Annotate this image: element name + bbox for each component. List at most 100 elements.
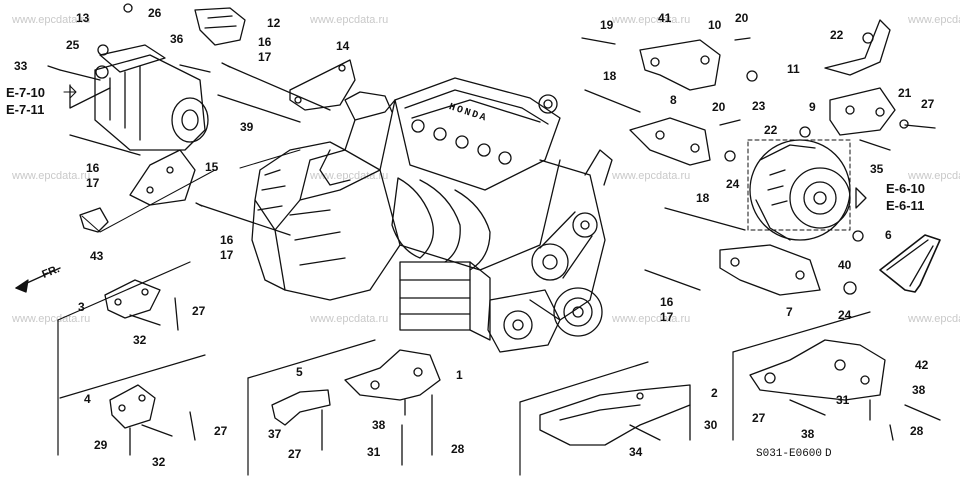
watermark: www.epcdata.ru [612,313,691,325]
callout-1: 1 [456,368,463,382]
callout-36: 36 [170,32,184,46]
alternator [749,139,851,241]
callout-15: 15 [205,160,219,174]
callout-42: 42 [915,358,929,372]
callout-41: 41 [658,11,672,25]
callout-20: 20 [712,100,726,114]
callout-18: 18 [696,191,710,205]
callout-11: 11 [787,62,800,76]
callout-8: 8 [670,93,677,107]
diagram-code-main: S031-E0600 [756,448,823,460]
callout-27: 27 [214,424,228,438]
callout-24: 24 [726,177,740,191]
callout-16: 16 [258,35,272,49]
callout-27: 27 [192,304,206,318]
callout-35: 35 [870,162,884,176]
callout-34: 34 [629,445,643,459]
callout-26: 26 [148,6,162,20]
callout-6: 6 [885,228,892,242]
callout-33: 33 [14,59,28,73]
callout-17: 17 [86,176,100,190]
callout-9: 9 [809,100,816,114]
callout-2: 2 [711,386,718,400]
callout-43: 43 [90,249,104,263]
callout-38: 38 [912,383,926,397]
callout-40: 40 [838,258,852,272]
bracket-4 [109,384,156,429]
diagram-code-suffix: D [825,448,832,460]
callout-25: 25 [66,38,80,52]
callout-7: 7 [786,305,793,319]
callout-16: 16 [220,233,234,247]
starter-motor [94,44,209,151]
callout-16: 16 [660,295,674,309]
drive-belt [879,234,941,293]
bracket-8 [629,117,711,166]
callout-27: 27 [752,411,766,425]
watermark: www.epcdata.ru [310,313,389,325]
callout-22: 22 [830,28,844,42]
callout-12: 12 [267,16,281,30]
bracket-15 [129,149,196,206]
callout-30: 30 [704,418,718,432]
bracket-12 [194,7,246,46]
watermark: www.epcdata.ru [908,313,960,325]
callout-3: 3 [78,300,85,314]
bolts [47,37,936,291]
callout-5: 5 [296,365,303,379]
callout-18: 18 [603,69,617,83]
bracket-14 [289,59,356,111]
watermark: www.epcdata.ru [12,313,91,325]
callout-24: 24 [838,308,852,322]
watermark: www.epcdata.ru [310,14,389,26]
watermark: www.epcdata.ru [908,14,960,26]
callout-31: 31 [367,445,381,459]
ref-e-7-11[interactable]: E-7-11 [6,102,45,117]
callout-17: 17 [258,50,272,64]
callout-29: 29 [94,438,108,452]
callout-16: 16 [86,161,100,175]
bracket-11 [824,19,891,76]
callout-39: 39 [240,120,254,134]
callout-13: 13 [76,11,90,25]
callout-38: 38 [372,418,386,432]
bracket-10 [639,39,721,91]
bracket-9 [829,87,896,136]
ref-e-6-10[interactable]: E-6-10 [886,181,926,196]
callout-4: 4 [84,392,91,406]
watermark: www.epcdata.ru [612,14,691,26]
callout-27: 27 [921,97,935,111]
bracket-2 [539,384,691,446]
callout-27: 27 [288,447,302,461]
ref-e-6-11[interactable]: E-6-11 [886,198,925,213]
watermark: www.epcdata.ru [12,14,91,26]
callout-19: 19 [600,18,614,32]
engine-assembly [251,77,613,353]
callout-23: 23 [752,99,766,113]
watermark: www.epcdata.ru [12,170,91,182]
callout-28: 28 [910,424,924,438]
watermark: www.epcdata.ru [310,170,389,182]
callout-38: 38 [801,427,815,441]
bracket-7 [719,244,821,296]
callout-10: 10 [708,18,722,32]
callout-20: 20 [735,11,749,25]
callout-31: 31 [836,393,850,407]
callout-17: 17 [220,248,234,262]
callout-37: 37 [268,427,282,441]
watermark: www.epcdata.ru [908,170,960,182]
callout-14: 14 [336,39,350,53]
bracket-42 [749,339,886,401]
bracket-3 [104,279,161,319]
ref-e-7-10[interactable]: E-7-10 [6,85,46,100]
bracket-5 [271,389,331,426]
callout-22: 22 [764,123,778,137]
callout-28: 28 [451,442,465,456]
bracket-1 [344,349,441,401]
callout-32: 32 [152,455,166,469]
watermark: www.epcdata.ru [612,170,691,182]
callout-17: 17 [660,310,674,324]
